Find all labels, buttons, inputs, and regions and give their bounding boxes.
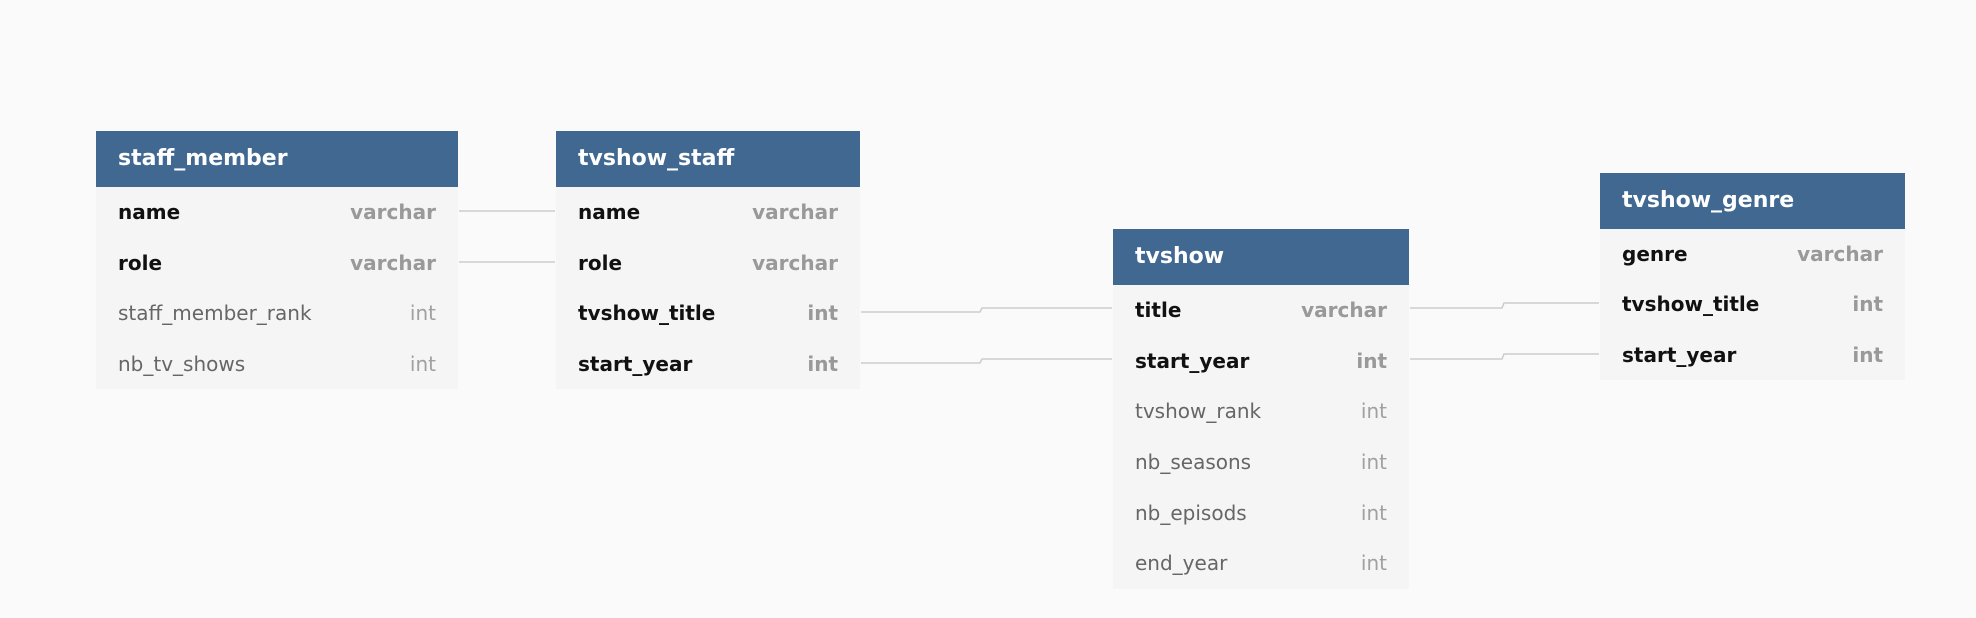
field-type: int xyxy=(1360,500,1387,525)
field-row-nb-seasons[interactable]: nb_seasons int xyxy=(1113,437,1409,488)
field-type: int xyxy=(1360,399,1387,424)
field-type: int xyxy=(1852,292,1883,317)
field-row-tvshow-title[interactable]: tvshow_title int xyxy=(556,288,860,339)
field-row-title[interactable]: title varchar xyxy=(1113,285,1409,336)
field-row-end-year[interactable]: end_year int xyxy=(1113,538,1409,589)
field-name: nb_tv_shows xyxy=(118,352,246,377)
field-name: start_year xyxy=(578,352,693,377)
field-row-role[interactable]: role varchar xyxy=(556,238,860,289)
field-name: name xyxy=(578,200,641,225)
field-name: start_year xyxy=(1622,342,1737,367)
field-row-start-year[interactable]: start_year int xyxy=(556,339,860,390)
field-name: genre xyxy=(1622,242,1688,267)
field-row-role[interactable]: role varchar xyxy=(96,238,458,289)
field-type: int xyxy=(1356,348,1387,373)
field-type: varchar xyxy=(350,200,436,225)
field-name: role xyxy=(578,250,623,275)
field-type: int xyxy=(409,301,436,326)
field-name: tvshow_rank xyxy=(1135,399,1262,424)
entity-title: staff_member xyxy=(96,131,458,187)
field-type: int xyxy=(409,352,436,377)
field-row-genre[interactable]: genre varchar xyxy=(1600,229,1905,279)
field-row-tvshow-rank[interactable]: tvshow_rank int xyxy=(1113,386,1409,437)
field-type: int xyxy=(1852,342,1883,367)
field-name: staff_member_rank xyxy=(118,301,312,326)
field-name: tvshow_title xyxy=(1622,292,1760,317)
entity-staff-member[interactable]: staff_member name varchar role varchar s… xyxy=(96,131,458,390)
field-name: end_year xyxy=(1135,551,1228,576)
field-type: varchar xyxy=(1797,242,1883,267)
entity-title: tvshow xyxy=(1113,229,1409,285)
field-name: nb_episods xyxy=(1135,500,1247,525)
field-type: varchar xyxy=(350,250,436,275)
field-row-nb-episods[interactable]: nb_episods int xyxy=(1113,487,1409,538)
field-type: int xyxy=(1360,551,1387,576)
entity-title: tvshow_staff xyxy=(556,131,860,187)
field-row-nb-tv-shows[interactable]: nb_tv_shows int xyxy=(96,339,458,390)
entity-tvshow-genre[interactable]: tvshow_genre genre varchar tvshow_title … xyxy=(1600,173,1905,380)
entity-title: tvshow_genre xyxy=(1600,173,1905,229)
field-type: int xyxy=(807,301,838,326)
field-type: int xyxy=(1360,450,1387,475)
field-name: role xyxy=(118,250,163,275)
field-row-start-year[interactable]: start_year int xyxy=(1600,330,1905,380)
connector-tvshow-title-to-tvshow-genre-tvshow-title xyxy=(1410,302,1599,309)
field-type: varchar xyxy=(1301,298,1387,323)
field-type: varchar xyxy=(752,250,838,275)
field-row-name[interactable]: name varchar xyxy=(556,187,860,238)
field-row-start-year[interactable]: start_year int xyxy=(1113,336,1409,387)
connector-tvshow-staff-start-year-to-tvshow-start-year xyxy=(861,358,1112,364)
field-row-staff-member-rank[interactable]: staff_member_rank int xyxy=(96,288,458,339)
entity-tvshow[interactable]: tvshow title varchar start_year int tvsh… xyxy=(1113,229,1409,589)
field-name: title xyxy=(1135,298,1182,323)
connector-tvshow-start-year-to-tvshow-genre-start-year xyxy=(1410,353,1599,360)
connector-tvshow-staff-tvshow-title-to-tvshow-title xyxy=(861,307,1112,313)
field-type: int xyxy=(807,352,838,377)
field-name: name xyxy=(118,200,181,225)
field-name: nb_seasons xyxy=(1135,450,1252,475)
field-type: varchar xyxy=(752,200,838,225)
field-name: start_year xyxy=(1135,348,1250,373)
field-row-tvshow-title[interactable]: tvshow_title int xyxy=(1600,279,1905,329)
field-row-name[interactable]: name varchar xyxy=(96,187,458,238)
field-name: tvshow_title xyxy=(578,301,716,326)
entity-tvshow-staff[interactable]: tvshow_staff name varchar role varchar t… xyxy=(556,131,860,390)
